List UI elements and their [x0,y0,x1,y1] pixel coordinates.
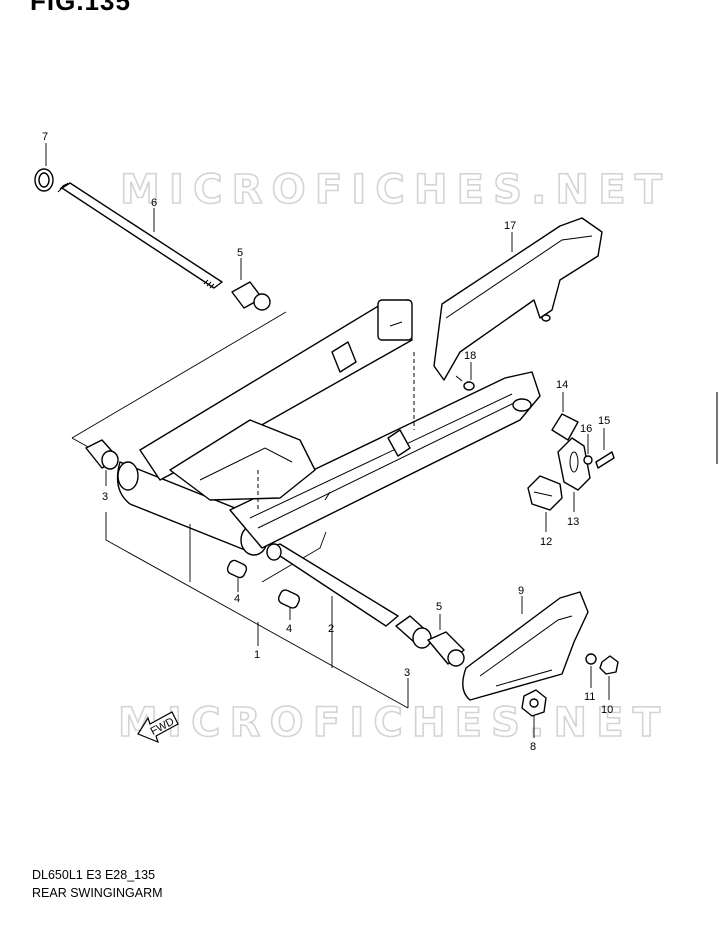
callout-11: 11 [584,691,595,703]
right-edge-mark [716,392,718,464]
part-11-washer [585,653,597,688]
figure-name: REAR SWINGINGARM [32,886,163,900]
watermark-bottom: MICROFICHES.NET [118,700,663,746]
callout-9: 9 [518,585,524,597]
callout-15: 15 [598,415,610,427]
callout-4-a: 4 [234,593,240,605]
callout-7: 7 [42,131,48,143]
part-15-bolt [595,428,615,469]
part-6-pivot-shaft [57,182,223,289]
callout-3-top: 3 [102,491,108,503]
part-2-pivot-pipe [266,543,399,627]
callout-5-b: 5 [436,601,442,613]
part-3-bearing-left [85,439,119,486]
part-14-plate [551,392,579,441]
part-4-spacer-b [277,589,301,609]
callout-17: 17 [504,220,516,232]
part-9-chain-guide [462,591,589,701]
part-5-bushing-top [231,258,271,311]
callout-8: 8 [530,741,536,753]
callout-5: 5 [237,247,243,259]
callout-4-b: 4 [286,623,292,635]
callout-12: 12 [540,536,552,548]
part-3-bearing-right [395,615,432,649]
callout-3-right: 3 [404,667,410,679]
figure-title: FIG.135 [30,0,131,16]
part-13-adjuster [557,437,591,512]
part-4-spacer-a [226,559,248,579]
model-code: DL650L1 E3 E28_135 [32,868,156,882]
part-17-chain-cover [433,217,603,381]
callout-18: 18 [464,350,476,362]
part-10-bolt [599,655,619,700]
callout-13: 13 [567,516,579,528]
callout-16: 16 [580,423,592,435]
part-5-bushing-right [427,614,465,667]
callout-2: 2 [328,623,334,635]
part-8-nut [521,689,547,738]
callout-6: 6 [151,197,157,209]
part-16-washer [583,434,593,465]
callout-1: 1 [254,649,260,661]
callout-10: 10 [601,704,613,716]
part-12-bracket [527,475,563,532]
part-1-swingarm [116,299,541,556]
part-18-screw [455,362,475,391]
callout-14: 14 [556,379,568,391]
assembly-leader-lines [71,311,409,709]
part-7-nut [34,143,54,192]
watermark-top: MICROFICHES.NET [120,167,665,213]
